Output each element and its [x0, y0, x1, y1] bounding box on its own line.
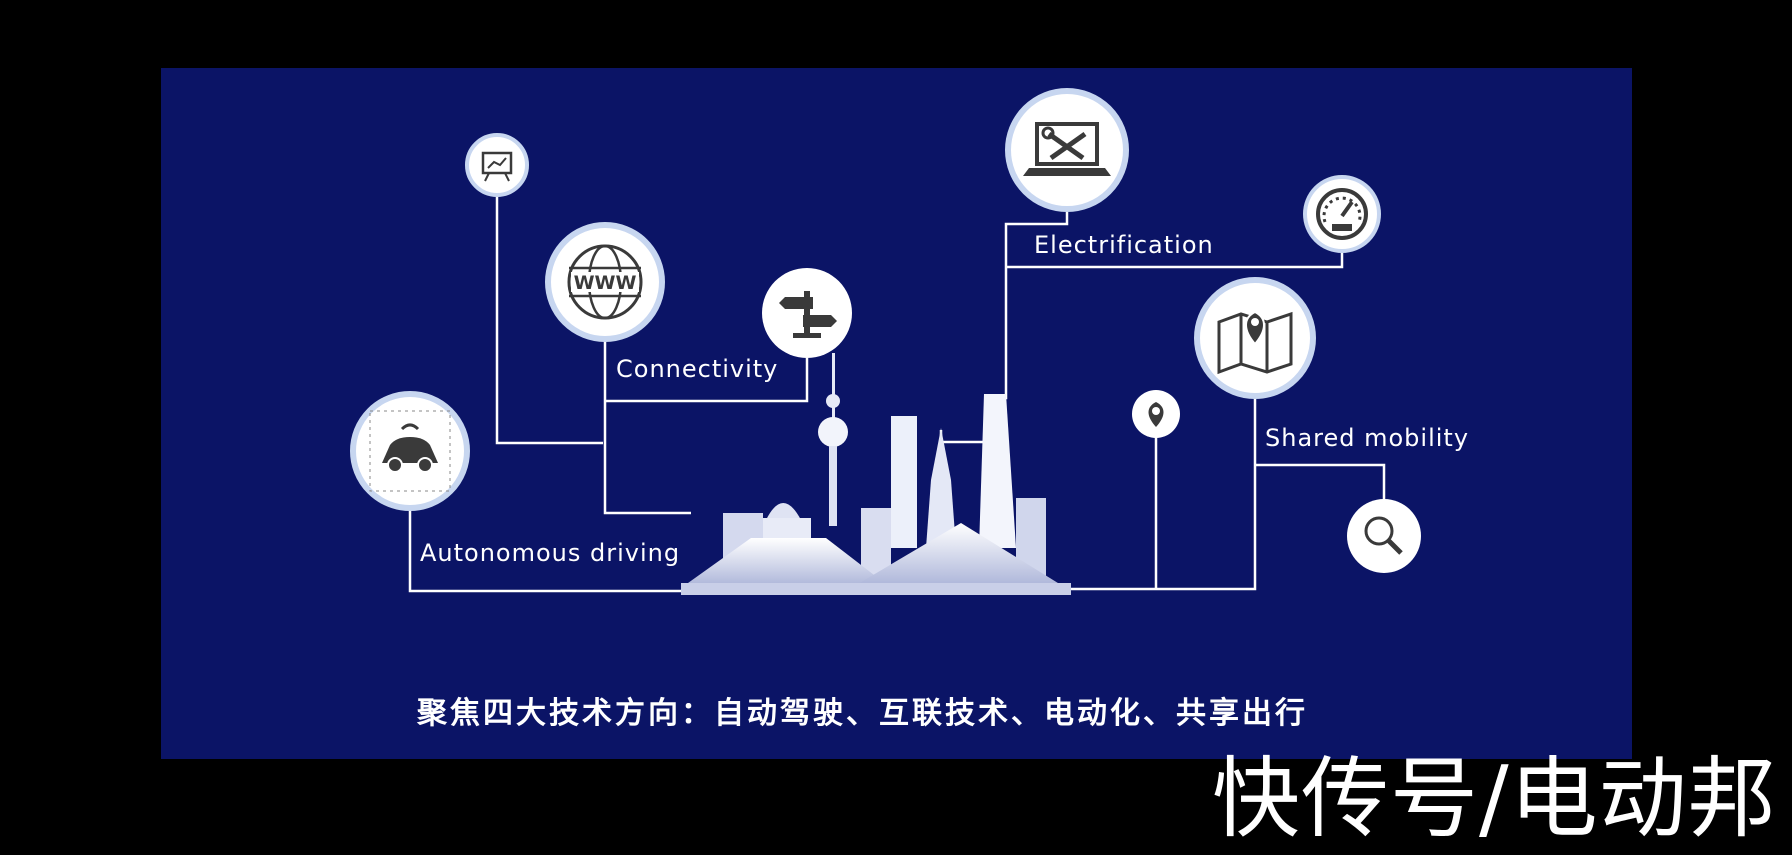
slide-caption: 聚焦四大技术方向：自动驾驶、互联技术、电动化、共享出行 — [417, 696, 1308, 731]
autonomous-driving-label: Autonomous driving — [420, 539, 681, 567]
signpost-icon[interactable] — [762, 268, 852, 358]
building-mid — [861, 508, 891, 578]
city-skyline — [681, 353, 1071, 595]
technology-diagram: WWW — [350, 88, 1421, 595]
tower-sphere — [826, 394, 840, 408]
roof-left — [681, 538, 891, 588]
skyscraper-jinmao — [926, 428, 956, 548]
www-globe-icon[interactable]: WWW — [545, 222, 665, 342]
speedometer-icon[interactable] — [1303, 175, 1381, 253]
autonomous-car-icon[interactable] — [350, 391, 470, 511]
location-pin-icon[interactable] — [1132, 390, 1180, 438]
electrification-label: Electrification — [1034, 231, 1214, 259]
presentation-chart-icon[interactable] — [465, 133, 529, 197]
connectivity-connector — [605, 358, 809, 403]
laptop-tools-icon[interactable] — [1005, 88, 1129, 212]
slide-panel: WWW — [161, 68, 1632, 759]
map-pin-icon[interactable] — [1194, 277, 1316, 399]
search-icon[interactable] — [1347, 499, 1421, 573]
chart-connector — [495, 192, 603, 445]
skyline-base — [681, 583, 1071, 595]
tower-sphere-large — [818, 417, 848, 447]
www-connector — [603, 338, 691, 515]
roof-right — [851, 523, 1066, 588]
svg-text:WWW: WWW — [574, 272, 637, 294]
search-connector — [1255, 463, 1386, 501]
skyscraper-tower — [979, 394, 1016, 548]
shared-connector — [1071, 385, 1257, 591]
autonomous-connector — [408, 506, 691, 593]
shared-mobility-label: Shared mobility — [1265, 424, 1470, 452]
dome-building — [766, 503, 801, 520]
skyscraper-opener — [891, 416, 917, 548]
connector-lines — [408, 192, 1386, 593]
speed-connector — [1006, 249, 1344, 269]
connectivity-label: Connectivity — [616, 355, 779, 383]
tower-shaft — [829, 446, 837, 526]
watermark: 快传号/电动邦 — [1212, 747, 1777, 850]
